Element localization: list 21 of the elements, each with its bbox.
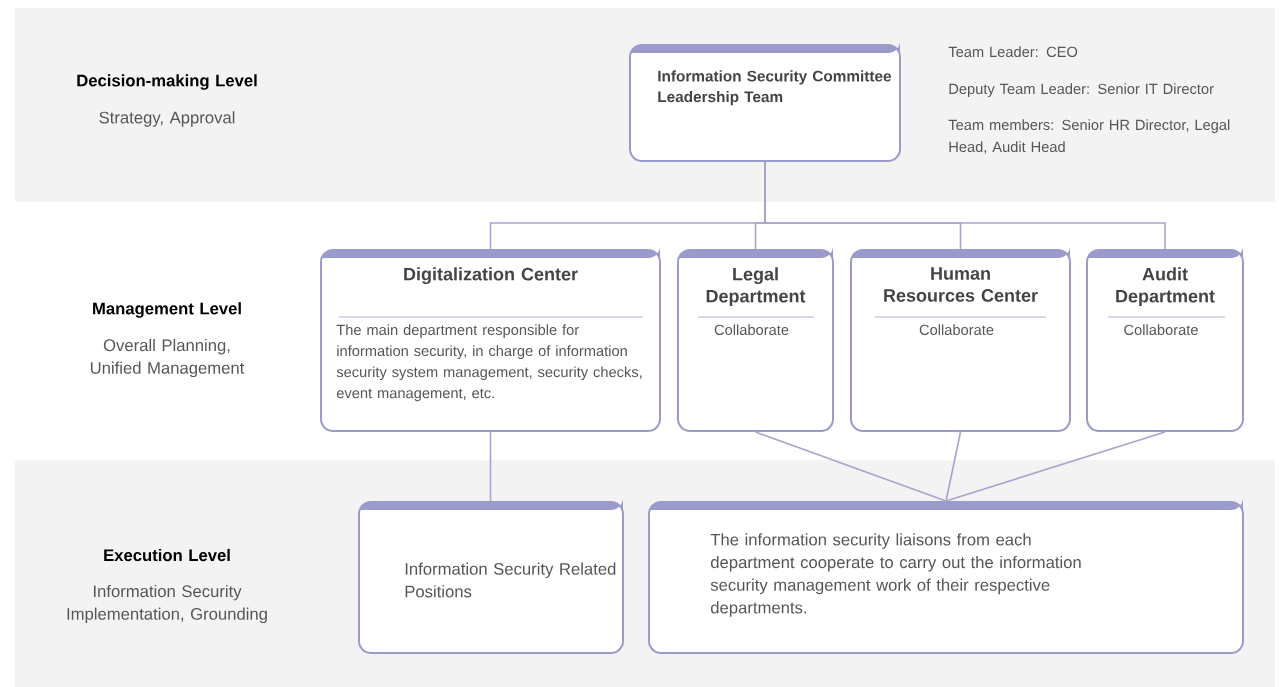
level-title: Execution Level [104, 548, 230, 562]
org-box: Audit Department Collaborate [1086, 246, 1244, 432]
connector-line [754, 431, 947, 502]
connector-line [945, 431, 1166, 502]
member-note: Team Leader: CEO [948, 46, 1078, 58]
org-box: The information security liaisons from each department cooperate to carry out the information security management work of their respective departments. [648, 498, 1244, 654]
level-subtitle: Strategy, Approval [99, 111, 235, 127]
org-box: Digitalization Center The main department responsible for information security, in charge of information security system management, security checks, event management, etc. [320, 246, 661, 432]
level-title: Decision-making Level [77, 74, 257, 90]
level-title: Management Level [93, 302, 241, 318]
connector-line [764, 161, 1166, 250]
member-note: Deputy Team Leader: Senior IT Director [949, 83, 1214, 97]
level-subtitle: Overall Planning, Unified Management [90, 338, 245, 378]
org-box: Information Security Related Positions [358, 498, 624, 654]
connector-line [489, 431, 492, 502]
org-box: Information Security Committee Leadership Team [629, 41, 901, 162]
org-box: Human Resources Center Collaborate [850, 246, 1071, 432]
org-box: Legal Department Collaborate [677, 246, 834, 432]
connector-line [945, 431, 962, 502]
level-subtitle: Information Security Implementation, Grounding [67, 584, 267, 624]
member-note: Team members: Senior HR Director, Legal Head, Audit Head [948, 119, 1230, 154]
